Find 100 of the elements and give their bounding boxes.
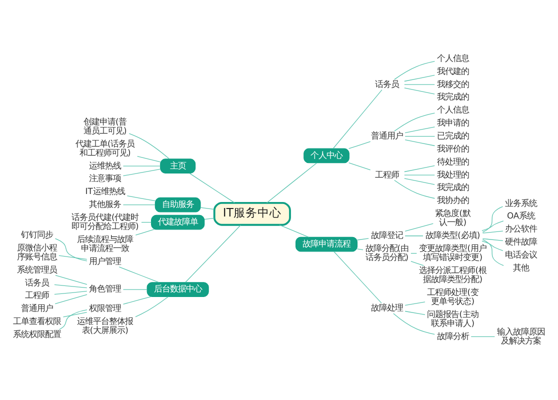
connector <box>404 140 436 146</box>
connector <box>348 162 371 170</box>
connector <box>404 126 436 134</box>
node-text: OA系统 <box>506 210 536 221</box>
connector <box>185 224 241 283</box>
node-text: 普通用户 <box>20 303 53 314</box>
connector <box>136 156 161 162</box>
connector <box>126 195 156 202</box>
node-box: 自助服务 <box>154 197 201 212</box>
node-text: 故障分配(由话务员分配) <box>365 243 409 262</box>
connector <box>404 178 435 185</box>
node-text: 我协办的 <box>436 195 469 206</box>
node-text: 注意事项 <box>89 173 122 184</box>
connector <box>122 289 148 290</box>
connector <box>200 207 214 210</box>
node-text: 话务员代建(代建时即可分配给工程师) <box>71 212 139 232</box>
node-text: 钉钉同步 <box>20 229 53 240</box>
connector <box>404 310 426 315</box>
node-text: 选择分派工程师(根据故障类型分配) <box>419 264 487 284</box>
node-text: 系统权限配置 <box>12 328 61 339</box>
node-box: 后台数据中心 <box>146 282 209 297</box>
node-text: 工程师 <box>374 169 399 180</box>
connector <box>356 238 369 240</box>
node-text: 工单查看权限 <box>12 316 61 326</box>
connector <box>404 174 435 176</box>
node-text: 我代建的 <box>436 66 469 76</box>
node-text: 故障登记 <box>370 230 403 240</box>
connector <box>332 90 382 149</box>
node-text: 电话会议 <box>505 249 538 260</box>
connector <box>204 218 215 220</box>
node-text: 普通用户 <box>370 130 403 141</box>
node-text: 我完成的 <box>436 92 469 102</box>
node-text: 故障类型(必填) <box>426 230 480 240</box>
connector <box>334 251 382 304</box>
node-text: 创建申请(普通员工可见) <box>83 116 127 136</box>
connector <box>58 255 88 260</box>
connector <box>189 173 235 204</box>
node-text: 权限管理 <box>89 303 122 314</box>
node-text: 系统管理员 <box>16 264 57 274</box>
node-text: 后续流程与故障申请流程一致 <box>77 234 134 254</box>
node-text: 话务员 <box>24 277 49 288</box>
node-text: 我完成的 <box>436 182 469 192</box>
node-text: 业务系统 <box>505 198 538 208</box>
node-text: 工程师 <box>24 290 49 300</box>
node-text: 工程师处理(变更单号状态) <box>427 286 479 306</box>
node-box: 代建故障单 <box>151 214 205 230</box>
node-text: 变更故障类型(用户填写错误时变更) <box>419 243 487 262</box>
connector <box>348 141 371 149</box>
connector <box>279 224 310 238</box>
node-text: 用户管理 <box>89 256 122 266</box>
node-text: 待处理的 <box>436 156 469 166</box>
node-box: 个人中心 <box>304 148 350 164</box>
node-text: 我申请的 <box>436 118 469 128</box>
node-text: 我评价的 <box>436 143 469 154</box>
connector <box>141 222 152 223</box>
node-text: 原微信小程序账号信息 <box>16 242 57 262</box>
node-box: IT服务中心 <box>213 202 291 226</box>
connector <box>54 294 88 304</box>
connector <box>404 223 434 232</box>
node-box: 主页 <box>160 158 196 174</box>
node-text: 运维平台整体报表(大屏展示) <box>77 316 134 336</box>
connector <box>482 238 504 241</box>
connector <box>122 168 160 176</box>
node-text: 其他 <box>513 262 530 272</box>
node-text: 我移交的 <box>436 78 469 89</box>
connector <box>135 229 154 236</box>
node-text: 其他服务 <box>89 199 122 210</box>
connector <box>54 238 88 262</box>
connector <box>470 336 495 338</box>
node-text: 问题报告(主动联系申请人) <box>427 308 479 328</box>
connector <box>135 296 168 318</box>
connector <box>404 84 435 85</box>
connector <box>394 112 436 132</box>
connector <box>394 61 436 80</box>
connector <box>59 309 88 330</box>
node-text: 个人信息 <box>436 52 469 63</box>
node-text: 紧急度(默认一般) <box>435 208 471 228</box>
connector <box>404 88 435 94</box>
connector <box>404 74 435 82</box>
node-text: 个人信息 <box>436 104 469 115</box>
connector <box>118 266 160 283</box>
connector <box>356 248 364 250</box>
node-text: 故障分析 <box>436 330 469 341</box>
connector <box>404 302 426 306</box>
connector <box>266 162 318 204</box>
node-text: 代建工单(话务员和工程师可见) <box>75 138 135 158</box>
node-text: 话务员 <box>374 78 399 89</box>
node-box: 故障申请流程 <box>295 236 358 252</box>
node-text: IT运维热线 <box>85 186 125 196</box>
connector <box>410 260 424 266</box>
node-text: 角色管理 <box>89 284 122 294</box>
connector <box>482 239 504 266</box>
connector <box>404 165 435 172</box>
connector <box>54 284 88 288</box>
connector <box>55 275 88 285</box>
connector <box>122 296 152 304</box>
node-text: 已完成的 <box>436 130 469 141</box>
node-text: 输入故障原因及解决方案 <box>497 326 546 346</box>
connector <box>54 290 88 295</box>
connector <box>482 206 504 233</box>
